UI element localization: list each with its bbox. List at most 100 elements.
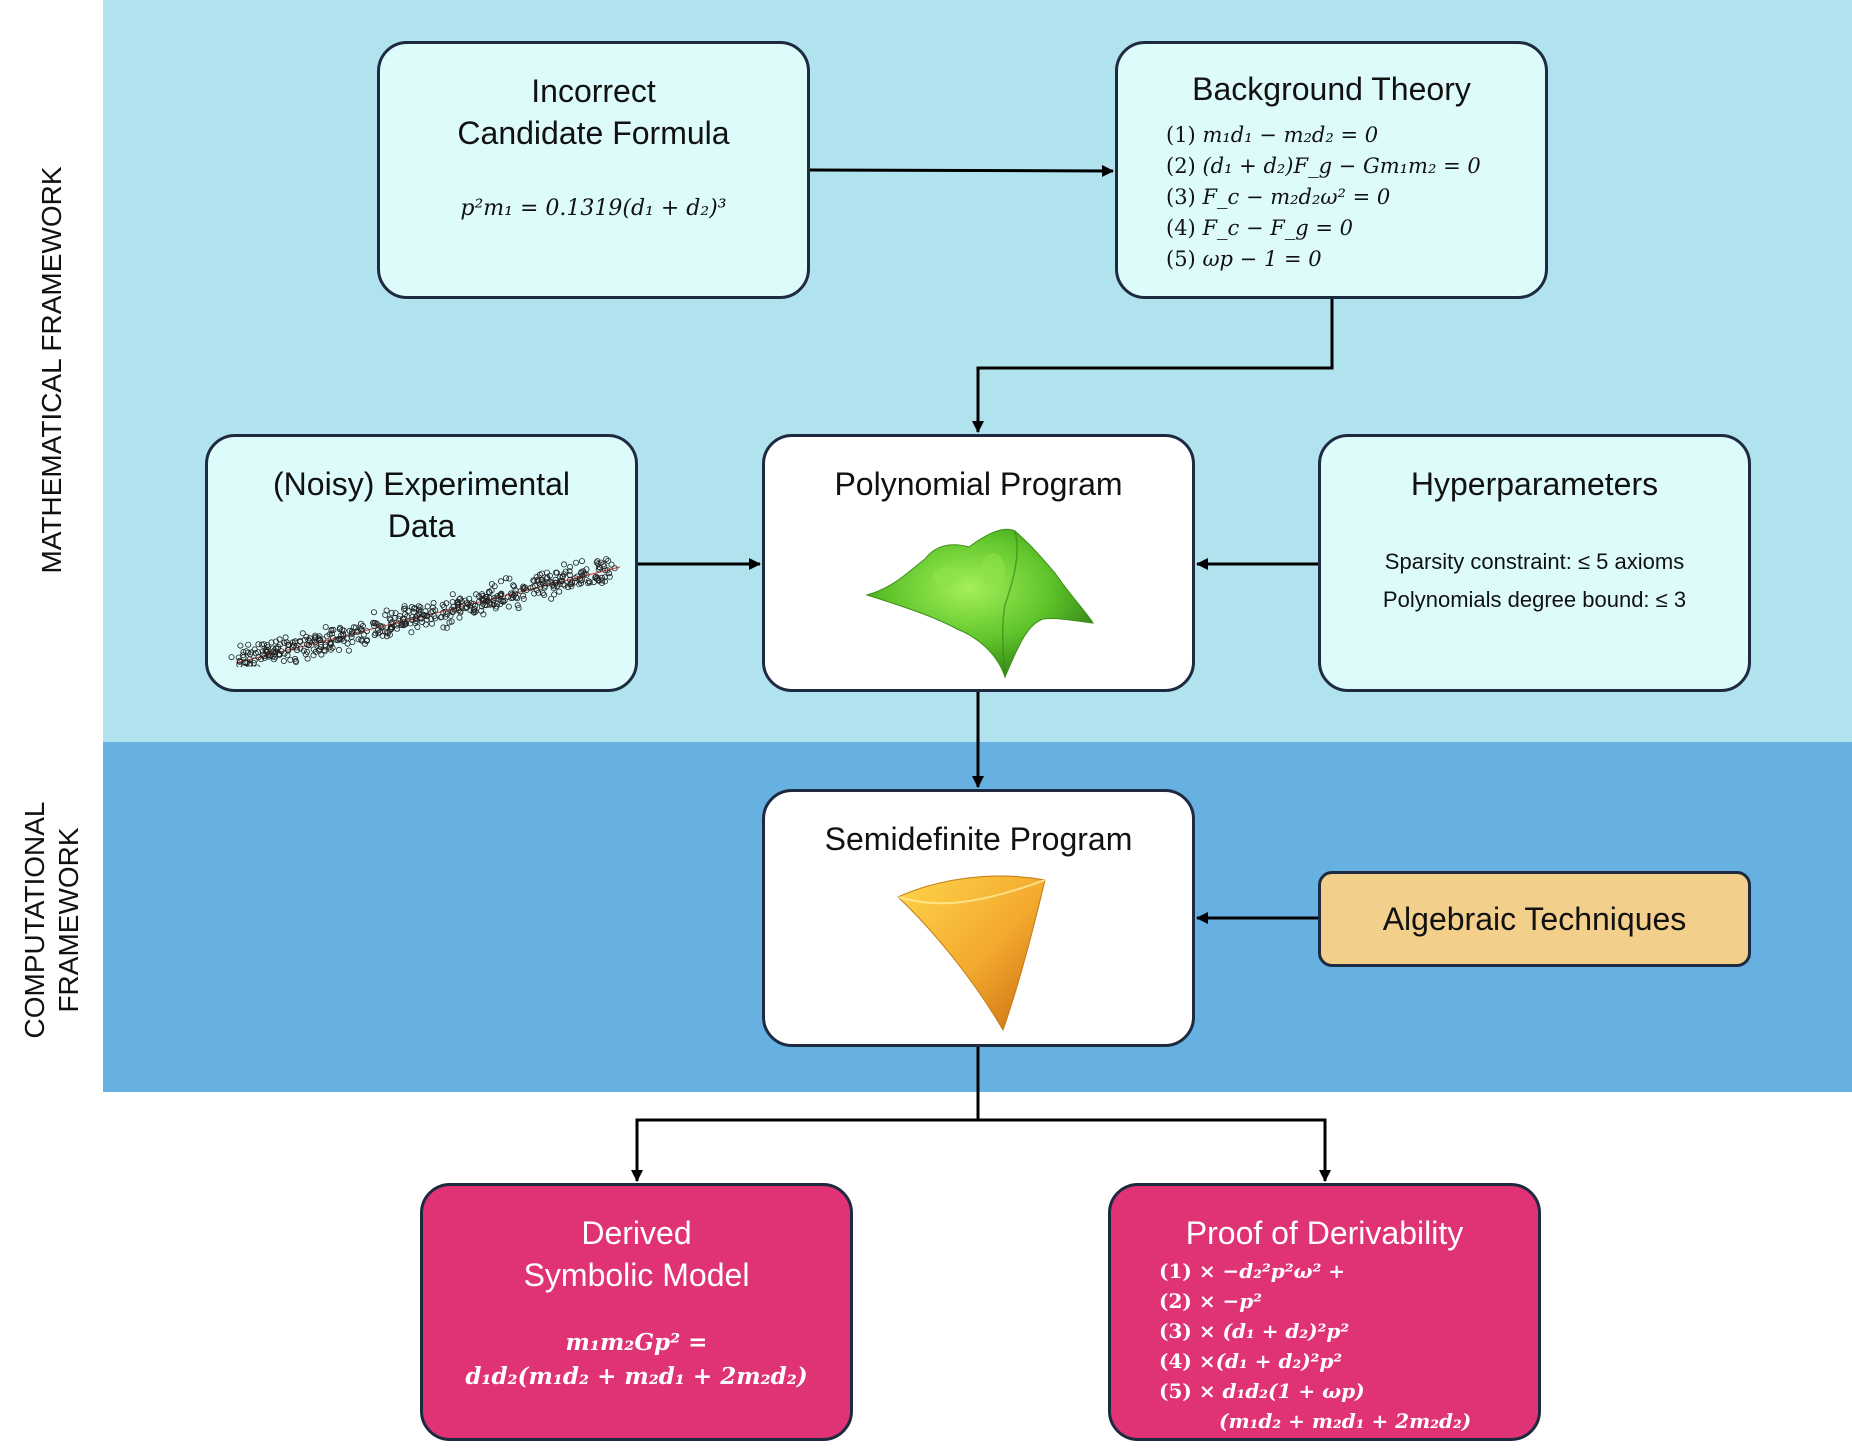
scatter-point [511, 583, 518, 590]
algebraic-title: Algebraic Techniques [1382, 901, 1687, 937]
scatter-point [592, 574, 599, 581]
scatter-point [430, 600, 437, 607]
scatter-point [560, 561, 567, 568]
scatter-point [422, 621, 429, 628]
scatter-point [292, 657, 299, 664]
scatter-point [245, 641, 252, 648]
scatter-point [571, 579, 578, 586]
scatter-point [395, 615, 402, 622]
scatter-point [604, 567, 611, 574]
scatter-point [269, 653, 276, 660]
derived-model-formula: m₁m₂Gp² = d₁d₂(m₁d₂ + m₂d₁ + 2m₂d₂) [423, 1326, 850, 1394]
scatter-point [422, 608, 429, 615]
derived-title-line1: Derived [581, 1215, 692, 1251]
scatter-point [514, 602, 521, 609]
derived-title-line2: Symbolic Model [523, 1257, 750, 1293]
scatter-point [297, 638, 304, 645]
scatter-point [408, 629, 415, 636]
scatter-point [562, 568, 569, 575]
scatter-point [583, 571, 590, 578]
scatter-point [533, 573, 540, 580]
scatter-point [595, 566, 602, 573]
theory-equation: (1) m₁d₁ − m₂d₂ = 0 [1166, 123, 1379, 147]
background-theory-box: Background Theory (1) m₁d₁ − m₂d₂ = 0 (2… [1115, 41, 1548, 299]
scatter-point [266, 650, 273, 657]
scatter-point [467, 607, 474, 614]
data-title-line1: (Noisy) Experimental [273, 466, 570, 502]
scatter-point [415, 603, 422, 610]
scatter-point [258, 656, 265, 663]
scatter-point [371, 632, 378, 639]
scatter-point [520, 595, 527, 602]
scatter-point [475, 598, 482, 605]
arrow-sdp-to-derived [631, 1047, 980, 1182]
scatter-point [255, 641, 262, 648]
scatter-point [456, 596, 463, 603]
scatter-point [541, 584, 548, 591]
scatter-point [345, 647, 352, 654]
scatter-point [303, 633, 310, 640]
proof-line-continuation: (m₁d₂ + m₂d₁ + 2m₂d₂) [1219, 1409, 1472, 1433]
scatter-point [505, 603, 512, 610]
scatter-point [412, 616, 419, 623]
theory-equation: (5) ωp − 1 = 0 [1166, 247, 1322, 271]
proof-title: Proof of Derivability [1185, 1215, 1464, 1251]
data-title: (Noisy) Experimental Data [208, 463, 635, 547]
scatter-point [501, 597, 508, 604]
scatter-point [248, 649, 255, 656]
scatter-point [294, 647, 301, 654]
scatter-point [281, 639, 288, 646]
scatter-point [502, 575, 509, 582]
scatter-point [370, 609, 377, 616]
scatter-point [388, 609, 395, 616]
proof-of-derivability-box: Proof of Derivability (1) × −d₂²p²ω² + (… [1108, 1183, 1541, 1441]
scatter-point [608, 561, 615, 568]
scatter-point [510, 592, 517, 599]
scatter-point [572, 575, 579, 582]
scatter-point [246, 661, 253, 667]
scatter-point [386, 631, 393, 638]
scatter-point [520, 592, 527, 599]
scatter-point [603, 556, 610, 563]
scatter-point [441, 603, 448, 610]
scatter-point [451, 606, 458, 613]
scatter-point [446, 619, 453, 626]
candidate-title-line2: Candidate Formula [457, 115, 730, 151]
scatter-point [560, 581, 567, 588]
scatter-point [578, 558, 585, 565]
scatter-point [358, 627, 365, 634]
scatter-point [470, 608, 477, 615]
scatter-point [566, 568, 573, 575]
degree-bound: Polynomials degree bound: ≤ 3 [1382, 587, 1687, 612]
scatter-point [449, 599, 456, 606]
theory-equations: (1) m₁d₁ − m₂d₂ = 0 (2) (d₁ + d₂)F_g − G… [1166, 120, 1545, 275]
scatter-point [567, 576, 574, 583]
scatter-point [273, 645, 280, 652]
scatter-point [335, 637, 342, 644]
scatter-point [344, 640, 351, 647]
scatter-point [358, 636, 365, 643]
scatter-point [395, 620, 402, 627]
scatter-point [236, 657, 243, 664]
scatter-point [593, 559, 600, 566]
scatter-point [497, 591, 504, 598]
scatter-point [317, 637, 324, 644]
scatter-point [363, 637, 370, 644]
scatter-point [419, 619, 426, 626]
scatter-point [506, 575, 513, 582]
scatter-point [594, 574, 601, 581]
scatter-point [456, 614, 463, 621]
scatter-point [237, 642, 244, 649]
scatter-point [598, 559, 605, 566]
scatter-point [349, 630, 356, 637]
scatter-point [440, 609, 447, 616]
scatter-point [480, 611, 487, 618]
scatter-point [276, 650, 283, 657]
scatter-point [515, 605, 522, 612]
theory-title: Background Theory [1192, 71, 1471, 107]
scatter-point [305, 642, 312, 649]
scatter-point [606, 570, 613, 577]
derived-title: Derived Symbolic Model [423, 1212, 850, 1296]
scatter-point [483, 602, 490, 609]
